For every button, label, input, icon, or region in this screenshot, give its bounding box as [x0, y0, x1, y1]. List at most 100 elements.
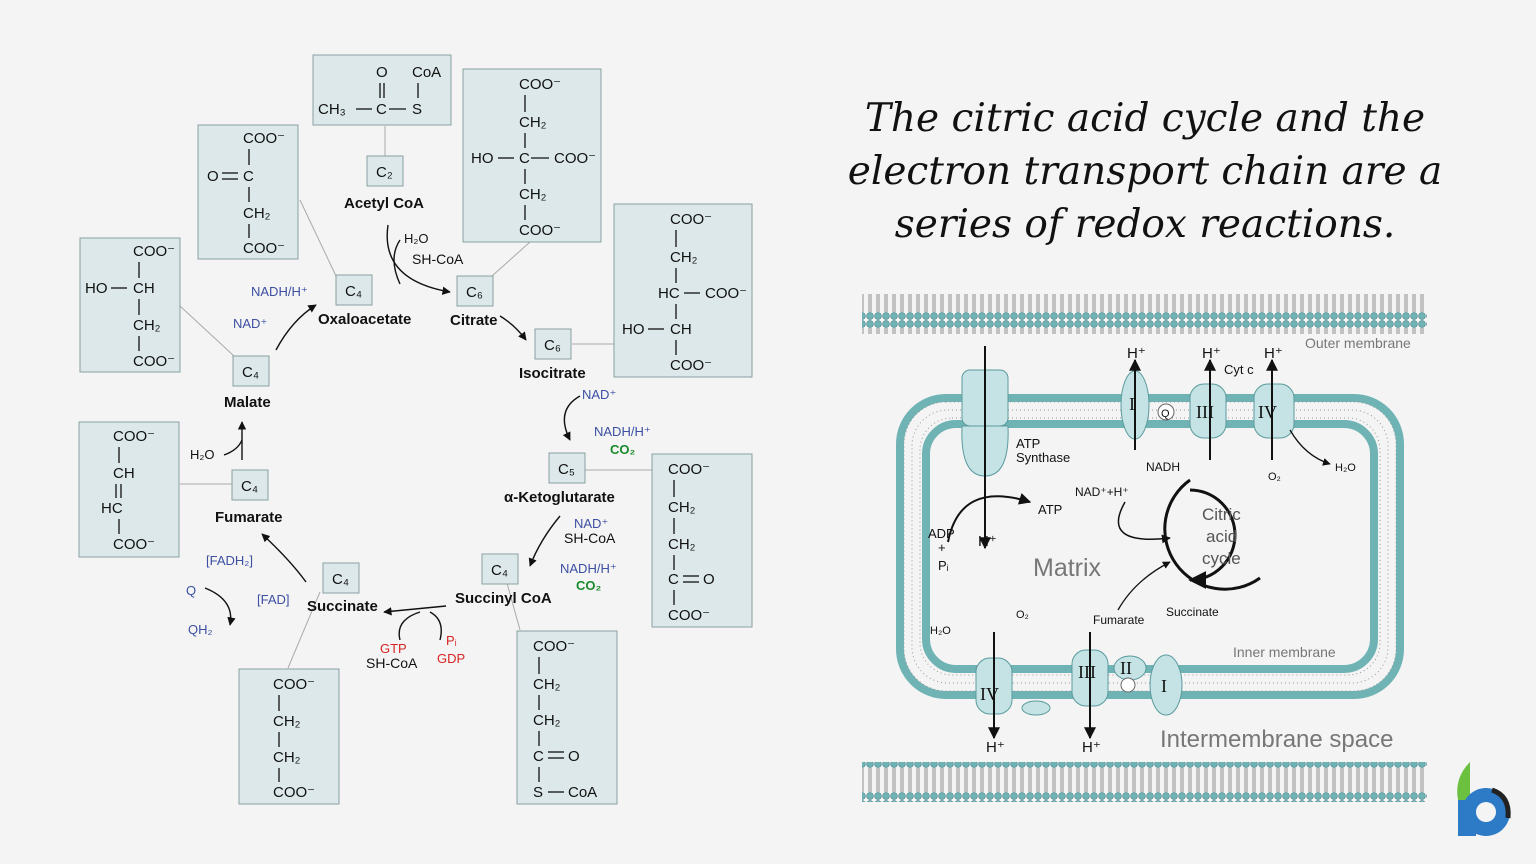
label-h-plus: H⁺ [1264, 345, 1283, 362]
text-o: O [703, 571, 715, 588]
text-ch2: CH₂ [273, 713, 301, 730]
label-complex-i: I [1161, 676, 1167, 696]
label-oxaloacetate: Oxaloacetate [318, 311, 411, 328]
complex-iv-bottom: IV H⁺ H₂O O₂ [930, 609, 1029, 756]
text-o: O [376, 64, 388, 81]
label-fumarate: Fumarate [215, 509, 283, 526]
carbon-tag: C₆ [544, 337, 561, 354]
connector-lines [179, 126, 652, 669]
reactants: H₂O SH-CoA NAD⁺ NADH/H⁺ CO₂ NAD⁺ SH-CoA … [186, 231, 651, 671]
text-coo: COO⁻ [705, 285, 747, 302]
label-cyt-c: Cyt c [1224, 362, 1254, 377]
inner-membrane-outer-edge [896, 394, 1404, 699]
reactant-qh2: QH₂ [188, 622, 213, 637]
text-hc: HC [658, 285, 680, 302]
label-complex-ii: II [1120, 658, 1132, 678]
label-h-plus: H⁺ [986, 739, 1005, 756]
carbon-tag: C₅ [558, 461, 575, 478]
reactant-co2: CO₂ [610, 442, 636, 457]
citrate-structure: COO⁻ CH₂ HO C COO⁻ CH₂ COO⁻ [462, 68, 602, 243]
label-adp: ADP [928, 526, 955, 541]
label-o2: O₂ [1268, 471, 1281, 483]
cytochrome-c-icon [1021, 700, 1051, 716]
reactant-co2: CO₂ [576, 578, 602, 593]
text-coo: COO⁻ [554, 150, 596, 167]
reactant-shcoa: SH-CoA [412, 251, 464, 267]
ketoglutarate-structure: COO⁻ CH₂ CH₂ C O COO⁻ [651, 453, 753, 628]
text-coo: COO⁻ [273, 676, 315, 693]
text-coo: COO⁻ [113, 536, 155, 553]
text-ch2: CH₂ [533, 676, 561, 693]
text-coo: COO⁻ [273, 784, 315, 801]
text-ch3: CH₃ [318, 101, 346, 118]
label-fumarate: Fumarate [1093, 613, 1145, 627]
intermediate-names: Acetyl CoA Oxaloacetate Citrate Isocitra… [215, 195, 615, 615]
electron-transport-chain-diagram: Outer membrane Inner membrane Intermembr… [862, 294, 1427, 802]
text-ch: CH [670, 321, 692, 338]
reactant-h2o: H₂O [404, 231, 429, 246]
heading: The citric acid cycle and the electron t… [840, 92, 1450, 251]
atp-synthase: ATP Synthase ATP ADP + Pᵢ H⁺ [928, 346, 1070, 573]
text-coo: COO⁻ [670, 211, 712, 228]
label-succinyl-coa: Succinyl CoA [455, 590, 552, 607]
complex-ii-bottom: II [1113, 655, 1147, 681]
text-s: S [533, 784, 543, 801]
text-ho: HO [622, 321, 645, 338]
reactant-shcoa: SH-CoA [564, 530, 616, 546]
label-h-plus: H⁺ [1202, 345, 1221, 362]
reactant-nadh: NADH/H⁺ [560, 561, 617, 576]
label-nadh: NADH [1146, 460, 1180, 474]
label-malate: Malate [224, 394, 271, 411]
carbon-tags: C₂ C₄ C₆ C₆ C₅ C₄ C₄ C₄ C₄ [231, 155, 586, 594]
text-ch2: CH₂ [668, 499, 696, 516]
heading-line-1: The citric acid cycle and the [864, 96, 1426, 141]
text-o: O [207, 168, 219, 185]
text-c: C [519, 150, 530, 167]
outer-membrane-bottom [862, 762, 1427, 802]
text-coo: COO⁻ [243, 130, 285, 147]
label-citrate: Citrate [450, 312, 498, 329]
label-cycle-cycle: cycle [1202, 549, 1241, 568]
text-c: C [668, 571, 679, 588]
text-ch2: CH₂ [668, 536, 696, 553]
label-atp: ATP [1038, 502, 1062, 517]
reactant-gdp: GDP [437, 651, 465, 666]
label-matrix: Matrix [1033, 554, 1102, 582]
reactant-pi: Pᵢ [446, 633, 457, 648]
label-h-plus: H⁺ [1082, 739, 1101, 756]
carbon-tag: C₆ [466, 284, 483, 301]
complex-iii-bottom: III H⁺ [1071, 632, 1109, 756]
succinate-structure: COO⁻ CH₂ CH₂ COO⁻ [238, 668, 340, 805]
label-nad-h: NAD⁺+H⁺ [1075, 485, 1129, 499]
label-complex-iv: IV [1258, 402, 1277, 422]
label-h-plus: H⁺ [1127, 345, 1146, 362]
citric-acid-cycle-diagram: O CoA CH₃ C S COO⁻ CH₂ HO C COO⁻ CH₂ COO… [78, 54, 753, 805]
text-ch: CH [133, 280, 155, 297]
text-c: C [243, 168, 254, 185]
outer-membrane-top [862, 294, 1427, 334]
label-complex-i: I [1129, 394, 1135, 414]
label-h2o: H₂O [930, 625, 951, 637]
text-ch2: CH₂ [133, 317, 161, 334]
malate-structure: COO⁻ HO CH CH₂ COO⁻ [79, 237, 181, 373]
label-atp-synthase-2: Synthase [1016, 450, 1070, 465]
complex-iii-top: III H⁺ [1189, 345, 1227, 460]
reactant-nad: NAD⁺ [233, 316, 267, 331]
text-coa: CoA [568, 784, 597, 801]
text-ho: HO [85, 280, 108, 297]
label-complex-iii: III [1196, 402, 1214, 422]
reactant-fadh2: [FADH₂] [206, 553, 253, 568]
oxaloacetate-structure: COO⁻ O C CH₂ COO⁻ [197, 124, 299, 260]
reactant-q: Q [186, 583, 196, 598]
text-coo: COO⁻ [519, 76, 561, 93]
text-c: C [376, 101, 387, 118]
acetyl-coa-structure: O CoA CH₃ C S [312, 54, 452, 126]
text-ch2: CH₂ [273, 749, 301, 766]
text-s: S [412, 101, 422, 118]
label-ketoglutarate: α-Ketoglutarate [504, 489, 615, 506]
text-coo: COO⁻ [133, 353, 175, 370]
text-coa: CoA [412, 64, 441, 81]
carbon-tag: C₄ [241, 478, 258, 495]
reaction-arrows [204, 224, 581, 641]
label-acetyl-coa: Acetyl CoA [344, 195, 424, 212]
